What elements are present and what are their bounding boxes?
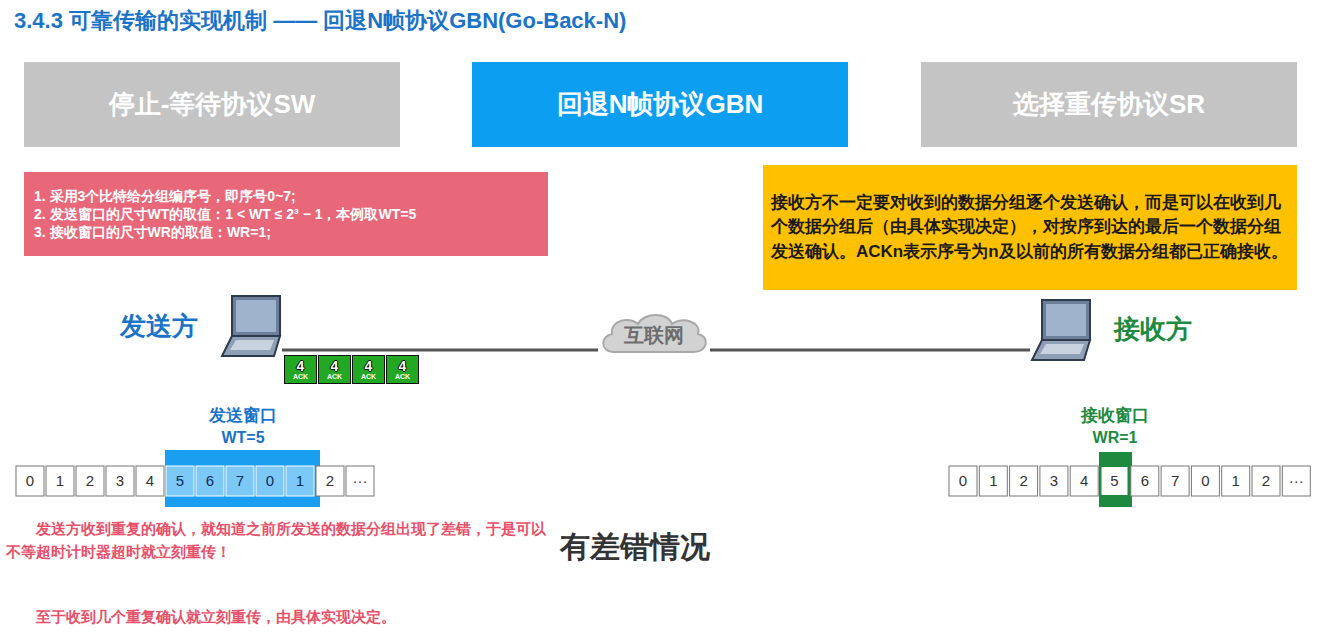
- cell-box: [46, 466, 74, 496]
- node-text: 回退N帧协议GBN: [557, 88, 764, 122]
- host-node: 发送方: [118, 294, 282, 360]
- node-text: 选择重传协议SR: [1013, 88, 1205, 122]
- cell-box: [16, 466, 44, 496]
- ack-number: 4: [331, 359, 339, 373]
- ack-number: 4: [297, 359, 305, 373]
- sequence-cell: 4: [1069, 465, 1099, 497]
- sequence-cell: 0: [15, 465, 45, 497]
- cell-box: [949, 466, 977, 496]
- host-node: 接收方: [1030, 298, 1196, 362]
- laptop-icon: [1032, 300, 1090, 360]
- window-title: 接收窗口: [1062, 405, 1168, 426]
- cell-box: [76, 466, 104, 496]
- node-text: 2. 发送窗口的尺寸WT的取值：1 < WT ≤ 2³ − 1，本例取WT=5: [34, 205, 416, 223]
- sequence-cell: ···: [345, 465, 375, 497]
- cell-box: [166, 466, 194, 496]
- sequence-cell: 6: [195, 465, 225, 497]
- network-link: [710, 349, 1030, 352]
- ack-tag: ACK: [327, 373, 342, 380]
- cell-box: [316, 466, 344, 496]
- red-note: 发送方收到重复的确认，就知道之前所发送的数据分组出现了差错，于是可以不等超时计时…: [6, 518, 546, 563]
- cloud-outline: [603, 315, 706, 352]
- ack-tag: ACK: [293, 373, 308, 380]
- node-text: 接收方不一定要对收到的数据分组逐个发送确认，而是可以在收到几个数据分组后（由具体…: [771, 191, 1289, 265]
- ack-number: 4: [365, 359, 373, 373]
- sequence-cell: 0: [255, 465, 285, 497]
- note-box: 接收方不一定要对收到的数据分组逐个发送确认，而是可以在收到几个数据分组后（由具体…: [763, 165, 1297, 290]
- window-size: WT=5: [190, 428, 296, 448]
- sequence-cell: 1: [978, 465, 1008, 497]
- send-window: [165, 450, 320, 507]
- ack-tag: ACK: [395, 373, 410, 380]
- node-text: 接收方: [1114, 313, 1192, 347]
- window-title: 发送窗口: [190, 405, 296, 426]
- sequence-cell: 5: [165, 465, 195, 497]
- cell-box: [196, 466, 224, 496]
- sequence-cell: 7: [225, 465, 255, 497]
- node-text: 互联网: [624, 322, 684, 348]
- sequence-cell: 1: [285, 465, 315, 497]
- tab-box: 回退N帧协议GBN: [472, 62, 848, 147]
- network-link: [282, 349, 598, 352]
- sequence-cell: 0: [1190, 465, 1220, 497]
- sequence-cell: 7: [1160, 465, 1190, 497]
- cell-box: [1252, 466, 1280, 496]
- node-text: 1. 采用3个比特给分组编序号，即序号0~7;: [34, 187, 296, 205]
- window-size: WR=1: [1062, 428, 1168, 448]
- tab-box: 停止-等待协议SW: [24, 62, 400, 147]
- receive-window: [1099, 452, 1132, 507]
- ack-tag: ACK: [361, 373, 376, 380]
- node-text: 停止-等待协议SW: [109, 88, 316, 122]
- note-box: 1. 采用3个比特给分组编序号，即序号0~7;2. 发送窗口的尺寸WT的取值：1…: [24, 172, 548, 256]
- sequence-cell: 2: [1251, 465, 1281, 497]
- tab-box: 选择重传协议SR: [921, 62, 1297, 147]
- sequence-cell: 2: [315, 465, 345, 497]
- laptop-icon: [222, 296, 280, 356]
- sequence-cell: 6: [1130, 465, 1160, 497]
- sequence-cell: 3: [1039, 465, 1069, 497]
- ack-number: 4: [399, 359, 407, 373]
- cell-box: [226, 466, 254, 496]
- cloud-node: 互联网: [598, 312, 710, 358]
- red-note: 至于收到几个重复确认就立刻重传，由具体实现决定。: [6, 606, 546, 629]
- ack-packet: 4ACK: [352, 355, 385, 384]
- sequence-cell: 1: [45, 465, 75, 497]
- ack-packet: 4ACK: [318, 355, 351, 384]
- cell-box: [286, 466, 314, 496]
- ack-packet: 4ACK: [386, 355, 419, 384]
- node-text: 3. 接收窗口的尺寸WR的取值：WR=1;: [34, 223, 271, 241]
- sequence-cell: ···: [1281, 465, 1311, 497]
- cell-box: [136, 466, 164, 496]
- cell-box: [256, 466, 284, 496]
- scenario-title: 有差错情况: [560, 528, 760, 566]
- sequence-cell: 0: [948, 465, 978, 497]
- ack-packet: 4ACK: [284, 355, 317, 384]
- cell-box: [106, 466, 134, 496]
- sequence-cell: 5: [1100, 465, 1130, 497]
- sequence-cell: 2: [1009, 465, 1039, 497]
- sequence-cell: 2: [75, 465, 105, 497]
- sequence-cell: 3: [105, 465, 135, 497]
- sequence-cell: 4: [135, 465, 165, 497]
- cell-box: [346, 466, 374, 496]
- sequence-cell: 1: [1221, 465, 1251, 497]
- cell-box: [1101, 466, 1129, 496]
- node-text: 发送方: [120, 310, 198, 344]
- title: 3.4.3 可靠传输的实现机制 —— 回退N帧协议GBN(Go-Back-N): [14, 6, 626, 36]
